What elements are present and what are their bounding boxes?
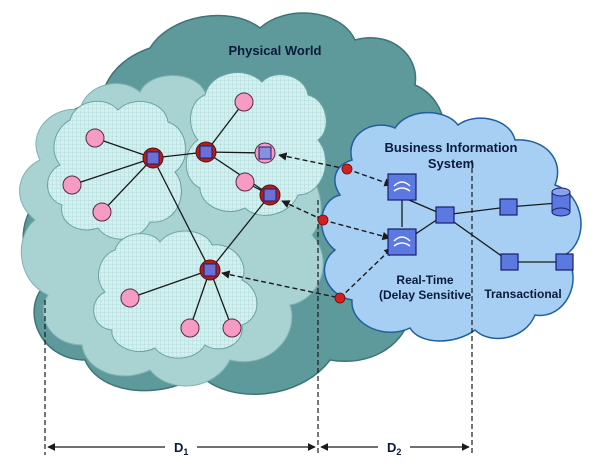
labels: Physical World Business Information Syst… [229, 43, 562, 302]
process-box [499, 198, 518, 216]
bis-title-line2: System [428, 156, 474, 171]
subnet-cloud-top [185, 72, 327, 216]
end-nodes [62, 92, 255, 338]
end-node [62, 175, 82, 195]
router-nodes [142, 141, 281, 281]
realtime-label-line1: Real-Time [396, 273, 453, 287]
end-node [120, 288, 140, 308]
end-node [235, 172, 255, 192]
d2-label: D2 [387, 440, 401, 457]
connector-dot [341, 163, 353, 175]
d1-label: D1 [174, 440, 188, 457]
router-node [259, 184, 281, 206]
process-box [555, 253, 574, 271]
physical-world-label: Physical World [229, 43, 322, 58]
connector-dot [317, 214, 329, 226]
process-boxes [387, 173, 574, 271]
database-icon [551, 187, 571, 217]
business-information-system-cloud [321, 111, 582, 342]
end-node [222, 318, 242, 338]
router-node [195, 141, 217, 163]
realtime-processor-box [387, 228, 417, 256]
end-node [85, 128, 105, 148]
end-node [92, 202, 112, 222]
connector-dots [317, 163, 353, 304]
cross-domain-links [221, 152, 393, 299]
realtime-label-line2: (Delay Sensitive [379, 288, 471, 302]
router-node [199, 259, 221, 281]
gateway-node [254, 142, 276, 164]
router-node [142, 147, 164, 169]
domain-boundaries [44, 160, 473, 455]
end-node [180, 318, 200, 338]
process-box [435, 206, 455, 224]
realtime-processor-box [387, 173, 417, 201]
end-node [234, 92, 254, 112]
process-box [500, 253, 519, 271]
connector-dot [334, 292, 346, 304]
subnet-cloud-bottom [93, 230, 258, 359]
transactional-label: Transactional [484, 287, 561, 301]
bis-title-line1: Business Information [385, 140, 518, 155]
